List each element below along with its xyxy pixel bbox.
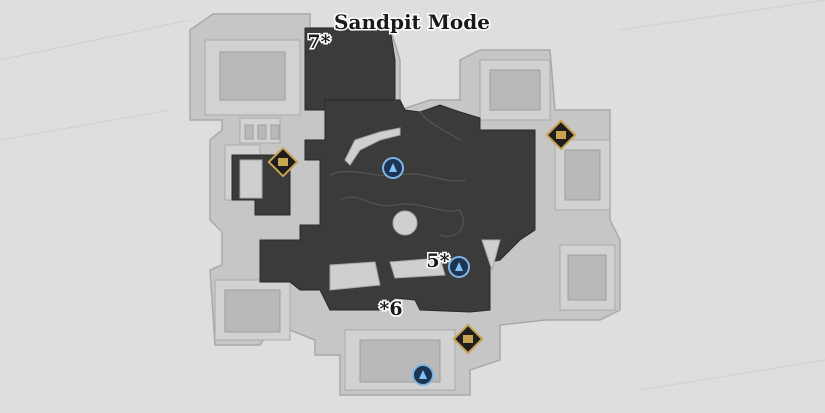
background-lines — [0, 0, 825, 391]
marker-5-label: 5* — [426, 250, 449, 272]
marker-7-label: 7* — [307, 31, 330, 53]
teleport-icon[interactable] — [448, 256, 470, 278]
chest-icon[interactable] — [545, 119, 577, 151]
map-title: Sandpit Mode — [334, 10, 490, 34]
dark-zone-features — [239, 127, 501, 291]
marker-6-label: *6 — [379, 298, 402, 320]
chest-icon[interactable] — [267, 146, 299, 178]
chest-icon[interactable] — [452, 323, 484, 355]
room-details — [219, 51, 607, 383]
teleport-icon[interactable] — [382, 157, 404, 179]
teleport-icon[interactable] — [412, 364, 434, 386]
